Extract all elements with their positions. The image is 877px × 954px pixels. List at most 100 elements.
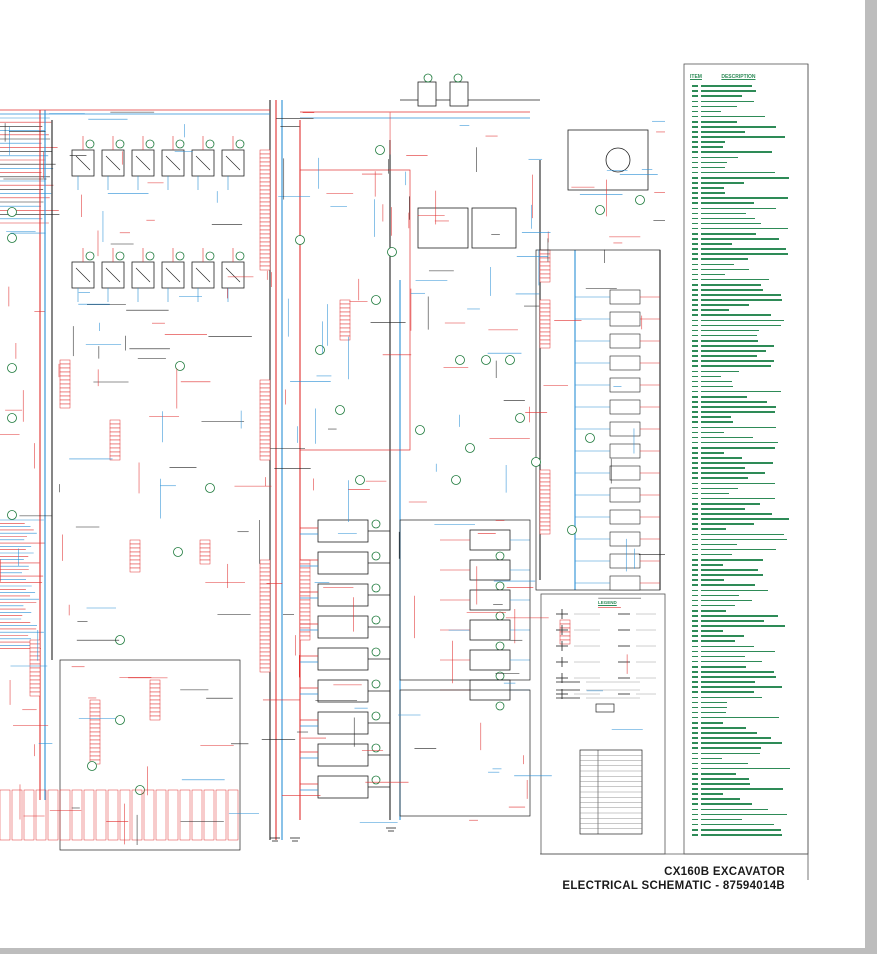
terminal-block [29, 647, 41, 653]
terminal-block [259, 423, 271, 429]
item-row-number-mark [692, 289, 698, 291]
connector-bubble [515, 413, 525, 423]
terminal-block [129, 543, 141, 549]
item-row [692, 665, 802, 670]
item-row-number-mark [692, 604, 698, 607]
terminal-block [259, 161, 271, 167]
item-row-text-mark [701, 90, 756, 92]
item-row [692, 379, 802, 384]
terminal-block [59, 367, 71, 373]
terminal-block [339, 299, 351, 305]
item-row [692, 155, 802, 160]
terminal-block [259, 253, 271, 259]
item-row-text-mark [701, 217, 755, 220]
terminal-block [199, 539, 211, 545]
terminal-block [259, 435, 271, 441]
item-row-text-mark [701, 538, 787, 541]
relay-contact [105, 155, 121, 171]
connector-strip [71, 789, 83, 841]
terminal-block [559, 631, 571, 637]
item-row-number-mark [692, 136, 698, 138]
item-row [692, 680, 802, 685]
item-row-number-mark [692, 834, 698, 836]
terminal-block [539, 323, 551, 329]
item-row-number-mark [692, 778, 698, 780]
item-row-text-mark [701, 818, 742, 821]
item-row-number-mark [692, 248, 698, 250]
item-row-text-mark [701, 395, 747, 398]
terminal-block [259, 627, 271, 633]
terminal-block [259, 245, 271, 251]
item-row-text-mark [701, 227, 788, 230]
terminal-block [89, 755, 101, 761]
item-row-number-mark [692, 625, 698, 627]
terminal-block [299, 607, 311, 613]
terminal-block [259, 639, 271, 645]
terminal-block [59, 383, 71, 389]
item-row-number-mark [692, 513, 698, 515]
terminal-block [539, 505, 551, 511]
terminal-block [109, 419, 121, 425]
item-row-text-mark [701, 828, 781, 831]
item-row [692, 818, 802, 823]
item-row-number-mark [692, 131, 698, 133]
item-row [692, 176, 802, 181]
item-row [692, 670, 802, 675]
item-row-text-mark [701, 146, 723, 148]
terminal-block [539, 339, 551, 345]
terminal-block [299, 591, 311, 597]
pedal-sensor [317, 679, 369, 703]
item-row-text-mark [701, 462, 773, 464]
terminal-block [29, 683, 41, 689]
connector-strip [83, 789, 95, 841]
relay-contact [75, 267, 91, 283]
item-row [692, 751, 802, 756]
item-row-number-mark [692, 757, 698, 760]
terminal-block [29, 691, 41, 697]
item-row [692, 507, 802, 512]
terminal-block [539, 477, 551, 483]
terminal-block [259, 261, 271, 267]
connector-bubble [175, 361, 185, 371]
item-row-number-mark [692, 609, 698, 612]
terminal-block [29, 639, 41, 645]
sensor-component [609, 355, 641, 371]
item-row [692, 695, 802, 700]
connector-bubble [495, 701, 505, 711]
item-row-text-mark [701, 156, 738, 159]
terminal-block [339, 303, 351, 309]
terminal-block [299, 579, 311, 585]
terminal-block [259, 415, 271, 421]
relay-contact [165, 155, 181, 171]
terminal-block [539, 529, 551, 535]
connector-strip [11, 789, 23, 841]
terminal-block [89, 743, 101, 749]
terminal-block [89, 731, 101, 737]
terminal-block [89, 747, 101, 753]
item-row-number-mark [692, 202, 698, 204]
connector-strip [47, 789, 59, 841]
connector-bubble [235, 139, 245, 149]
relay-contact [75, 155, 91, 171]
item-row [692, 660, 802, 665]
item-row [692, 741, 802, 746]
item-row-text-mark [701, 548, 776, 551]
connector-strip [203, 789, 215, 841]
connector-bubble [531, 457, 541, 467]
item-row [692, 777, 802, 782]
pedal-sensor [317, 743, 369, 767]
item-row-text-mark [701, 625, 785, 627]
item-row-number-mark [692, 492, 698, 495]
item-row-number-mark [692, 126, 698, 128]
item-row-number-mark [692, 85, 698, 87]
item-row-number-mark [692, 171, 698, 174]
terminal-block [539, 269, 551, 275]
item-row-text-mark [701, 202, 754, 204]
item-row [692, 466, 802, 471]
item-row-text-mark [701, 772, 736, 775]
item-row-number-mark [692, 319, 698, 322]
item-row [692, 492, 802, 497]
terminal-block [59, 403, 71, 409]
terminal-block [89, 703, 101, 709]
pedal-sensor [317, 775, 369, 799]
